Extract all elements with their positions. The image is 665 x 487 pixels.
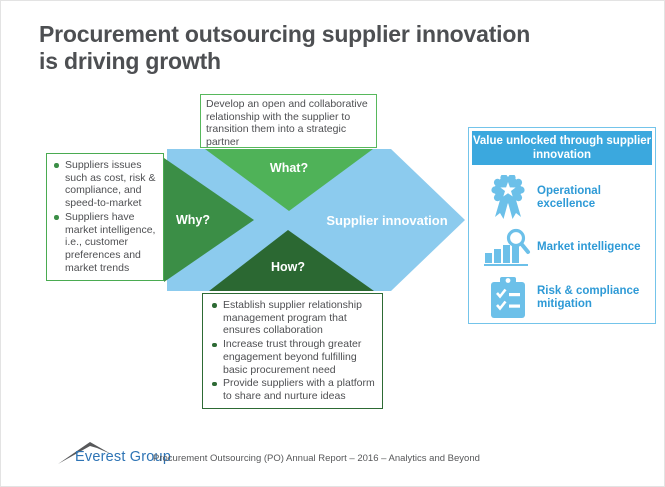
value-item-label: Risk & compliance mitigation	[537, 284, 640, 311]
why-label: Why?	[175, 213, 211, 227]
why-bullet-item: Suppliers issues such as cost, risk & co…	[51, 159, 160, 210]
market-chart-icon	[479, 228, 537, 268]
value-item-label: Market intelligence	[537, 241, 641, 254]
how-bullet-item: Provide suppliers with a platform to sha…	[209, 377, 379, 402]
why-triangle	[164, 158, 254, 282]
page-title-line1: Procurement outsourcing supplier innovat…	[39, 21, 531, 47]
how-note-box: Establish supplier relationship manageme…	[202, 293, 383, 409]
value-panel-header: Value unlocked through supplier innovati…	[472, 131, 652, 165]
value-item-market-intelligence: Market intelligence	[479, 224, 647, 272]
how-bullet-item: Increase trust through greater engagemen…	[209, 338, 379, 376]
why-note-box: Suppliers issues such as cost, risk & co…	[46, 153, 164, 281]
clipboard-checklist-icon	[479, 276, 537, 320]
why-bullet-item: Suppliers have market intelligence, i.e.…	[51, 211, 160, 275]
how-label: How?	[270, 260, 306, 274]
what-note-text: Develop an open and collaborative relati…	[206, 98, 368, 149]
what-note-box: Develop an open and collaborative relati…	[200, 94, 377, 148]
how-bullet-item: Establish supplier relationship manageme…	[209, 299, 379, 337]
everest-group-logo-icon	[58, 442, 111, 464]
page-title-line2: is driving growth	[39, 48, 221, 74]
page-title: Procurement outsourcing supplier innovat…	[39, 21, 599, 75]
supplier-innovation-label: Supplier innovation	[326, 213, 448, 228]
value-panel: Value unlocked through supplier innovati…	[468, 127, 656, 324]
why-bullet-list: Suppliers issues such as cost, risk & co…	[51, 159, 160, 274]
everest-group-logo-text: Everest Group	[75, 449, 172, 465]
how-bullet-list: Establish supplier relationship manageme…	[209, 299, 379, 403]
supplier-innovation-arrow	[167, 149, 465, 291]
medal-icon	[479, 175, 537, 221]
what-label: What?	[269, 161, 309, 175]
how-triangle	[209, 230, 374, 291]
what-triangle	[205, 149, 373, 211]
value-item-risk-compliance: Risk & compliance mitigation	[479, 273, 647, 323]
footer-report-title: Procurement Outsourcing (PO) Annual Repo…	[153, 453, 480, 464]
value-item-label: Operational excellence	[537, 184, 601, 211]
value-item-operational-excellence: Operational excellence	[479, 174, 647, 222]
